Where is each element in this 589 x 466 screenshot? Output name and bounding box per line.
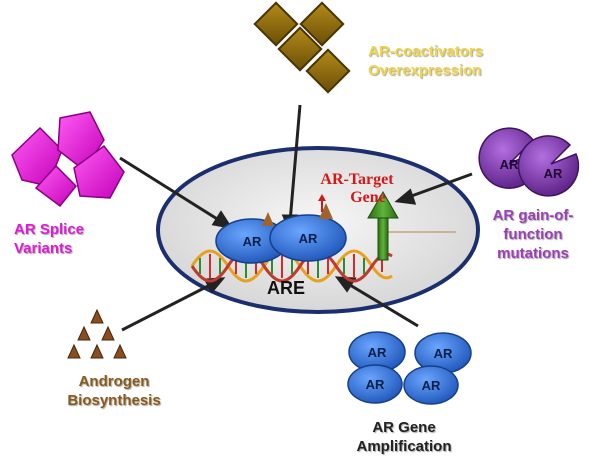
ar-target-gene-label: AR-Target Gene xyxy=(308,171,406,207)
coactivator-diamonds-icon xyxy=(253,1,351,94)
are-label: ARE xyxy=(267,278,305,298)
splice-label-line1: AR Splice xyxy=(14,221,85,238)
androgen-ligand-icon xyxy=(319,203,333,219)
amp-label-line2: Amplification xyxy=(356,438,452,455)
amp-label-line1: AR Gene xyxy=(372,419,436,436)
amp-ar-label-2: AR xyxy=(434,346,453,361)
amp-ar-label-1: AR xyxy=(368,345,387,360)
ar-amplification-icon: AR AR AR AR xyxy=(347,331,472,405)
splice-label-line2: Variants xyxy=(14,240,73,257)
amp-ar-label-3: AR xyxy=(366,377,385,392)
arrow-splice xyxy=(119,156,234,230)
coactivators-label: AR-coactivators Overexpression xyxy=(368,42,483,80)
gof-label-line2: function xyxy=(503,226,563,243)
androgen-biosynthesis-label: Androgen Biosynthesis xyxy=(66,372,162,410)
androgen-label-line2: Biosynthesis xyxy=(67,392,161,409)
ar-dimer: AR AR xyxy=(215,203,347,264)
coactivators-label-line1: AR-coactivators xyxy=(368,43,484,60)
target-label-line2: Gene xyxy=(350,189,386,206)
ar-monomer-right xyxy=(269,214,347,262)
androgen-triangles-icon xyxy=(67,308,127,359)
amp-ar-label-4: AR xyxy=(422,378,441,393)
upregulation-arrow-icon xyxy=(367,190,399,261)
splice-variant-icon xyxy=(11,111,125,208)
gof-ar-label-1: AR xyxy=(500,157,519,172)
ar-label-right: AR xyxy=(299,231,318,246)
gof-mutations-label: AR gain-of- function mutations xyxy=(484,206,582,263)
gof-label-line1: AR gain-of- xyxy=(492,207,574,224)
gof-ar-label-2: AR xyxy=(544,166,563,181)
androgen-ligand-icon xyxy=(262,212,274,226)
small-red-up-arrow-icon xyxy=(318,194,326,212)
arrow-androgen xyxy=(121,277,226,332)
ar-label-left: AR xyxy=(243,234,262,249)
androgen-label-line1: Androgen xyxy=(78,373,150,390)
gof-label-line3: mutations xyxy=(497,245,569,262)
arrow-gof xyxy=(394,172,473,205)
coactivators-label-line2: Overexpression xyxy=(368,62,482,79)
target-label-line1: AR-Target xyxy=(320,171,394,188)
gof-mutant-ar-icon: AR AR xyxy=(478,127,580,197)
splice-variants-label: AR Splice Variants xyxy=(14,220,84,258)
gene-amplification-label: AR Gene Amplification xyxy=(352,418,456,456)
